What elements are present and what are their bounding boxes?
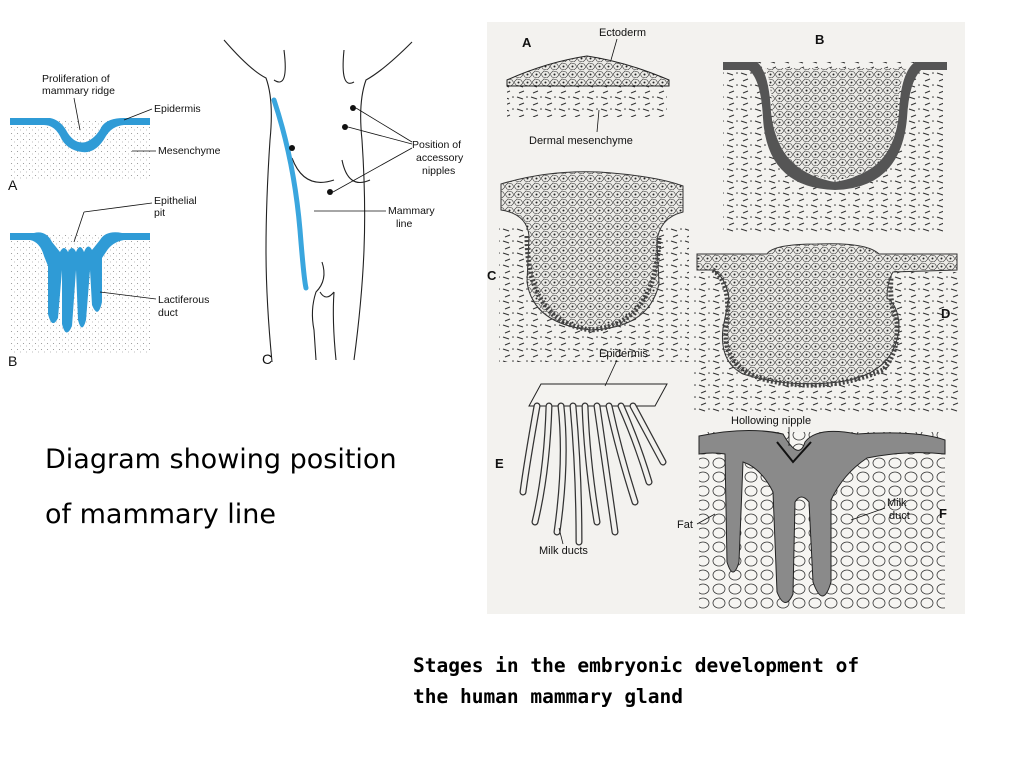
label-ectoderm: Ectoderm (599, 27, 646, 39)
label-epidermis: Epidermis (154, 103, 201, 115)
label-hollowing-nipple: Hollowing nipple (731, 415, 811, 427)
label-mammary-line-line2: line (396, 218, 413, 230)
stage-e-letter: E (495, 456, 504, 471)
development-stages-caption: Stages in the embryonic development of t… (413, 650, 1013, 712)
panel-a-letter: A (8, 177, 18, 193)
label-lactiferous-duct-line1: Lactiferous (158, 294, 209, 306)
panel-b-letter: B (8, 353, 17, 369)
label-epidermis-e: Epidermis (599, 348, 648, 360)
label-lactiferous-duct-line2: duct (158, 307, 178, 319)
panel-b-pit (10, 232, 150, 355)
stage-c-letter: C (487, 268, 497, 283)
stage-e-illustration (519, 383, 668, 546)
mammary-line-figure: A Proliferation of mammary ridge Epiderm… (4, 30, 486, 378)
development-stages-illustration: A Ectoderm Dermal mesenchyme B C D (487, 27, 959, 610)
label-fat: Fat (677, 519, 693, 531)
stage-b-illustration (723, 62, 947, 232)
stage-b-letter: B (815, 32, 824, 47)
label-mammary-line-line1: Mammary (388, 205, 435, 217)
label-epithelial-pit-line1: Epithelial (154, 195, 197, 207)
stage-c-illustration (499, 171, 689, 362)
stage-f-letter: F (939, 506, 947, 521)
stage-a-illustration (506, 55, 670, 117)
label-accessory-nipples-line3: nipples (422, 165, 455, 177)
panel-c-letter: C (262, 351, 272, 367)
label-milk-ducts: Milk ducts (539, 545, 588, 557)
stage-a-letter: A (522, 35, 532, 50)
stage-d-letter: D (941, 306, 950, 321)
mammary-line-caption-line2: of mammary line (45, 499, 276, 530)
accessory-nipple-pointers (332, 107, 413, 193)
mammary-line-stripe (271, 97, 309, 291)
label-proliferation-line1: Proliferation of (42, 73, 110, 85)
label-duct: duct (889, 510, 910, 522)
mammary-line-caption: Diagram showing position of mammary line (45, 432, 465, 542)
label-epithelial-pit-line2: pit (154, 207, 165, 219)
label-proliferation-line2: mammary ridge (42, 85, 115, 97)
development-stages-caption-line1: Stages in the embryonic development of (413, 654, 860, 677)
label-dermal-mesenchyme: Dermal mesenchyme (529, 135, 633, 147)
stage-f-illustration (698, 429, 946, 610)
stage-d-illustration (693, 243, 959, 412)
panel-c-torso (223, 39, 413, 363)
mammary-development-stages-figure: A Ectoderm Dermal mesenchyme B C D (487, 22, 965, 614)
accessory-nipple-dots (289, 105, 356, 195)
development-stages-caption-line2: the human mammary gland (413, 685, 684, 708)
panel-a-ridge (10, 118, 150, 180)
mammary-line-caption-line1: Diagram showing position (45, 444, 397, 475)
label-accessory-nipples-line2: accessory (416, 152, 464, 164)
mammary-line-illustration: A Proliferation of mammary ridge Epiderm… (8, 39, 464, 369)
label-milk: Milk (887, 497, 907, 509)
label-accessory-nipples-line1: Position of (412, 139, 461, 151)
label-mesenchyme: Mesenchyme (158, 145, 221, 157)
